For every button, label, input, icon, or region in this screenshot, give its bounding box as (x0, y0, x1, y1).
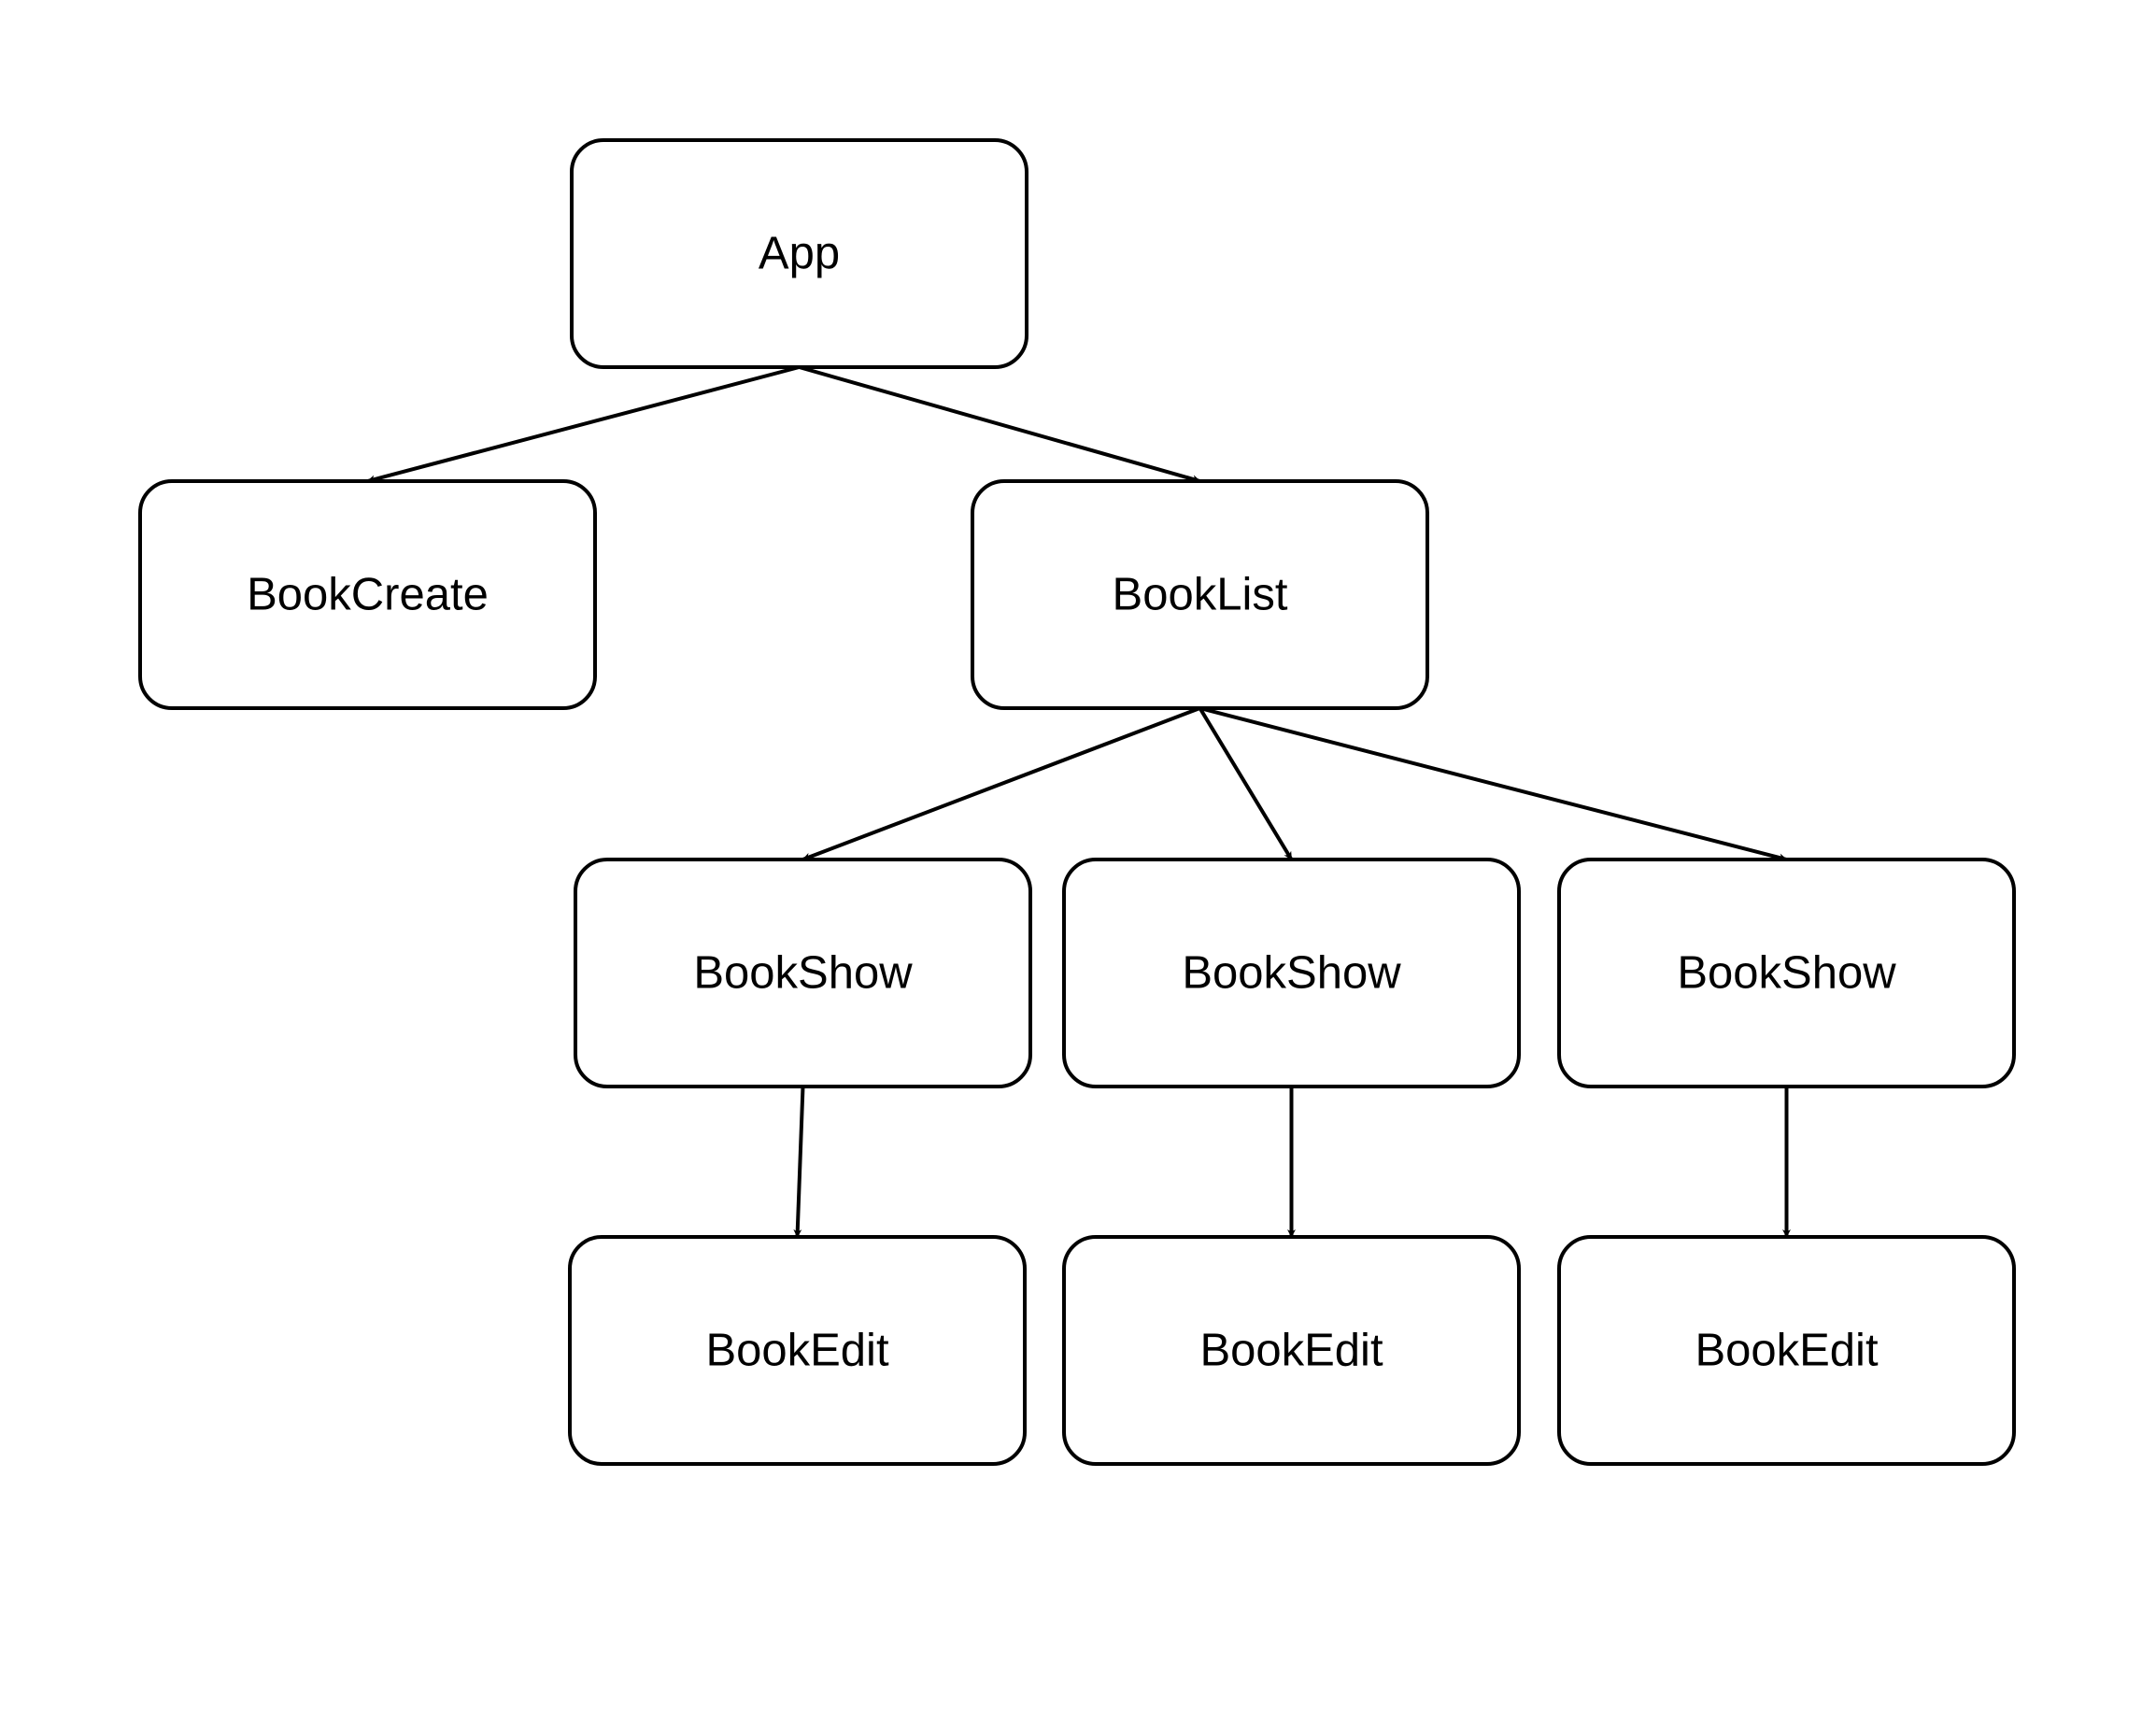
node-bookshow3: BookShow (1557, 858, 2016, 1088)
node-label-bookedit3: BookEdit (1695, 1326, 1879, 1376)
node-bookcreate: BookCreate (138, 479, 597, 710)
node-label-bookshow2: BookShow (1182, 948, 1401, 999)
node-box-bookshow3 (1557, 858, 2016, 1088)
node-label-booklist: BookList (1113, 570, 1288, 620)
node-bookshow2: BookShow (1062, 858, 1521, 1088)
node-box-booklist (971, 479, 1429, 710)
node-box-bookshow1 (574, 858, 1032, 1088)
edges-layer (366, 365, 1791, 1238)
node-label-bookcreate: BookCreate (247, 570, 489, 620)
node-app: App (570, 138, 1028, 369)
node-label-bookedit2: BookEdit (1199, 1326, 1383, 1376)
node-bookedit1: BookEdit (568, 1235, 1027, 1466)
node-box-bookedit2 (1062, 1235, 1521, 1466)
node-box-bookcreate (138, 479, 597, 710)
edge-bookshow1-to-bookedit1 (793, 1086, 805, 1238)
node-box-bookshow2 (1062, 858, 1521, 1088)
node-booklist: BookList (971, 479, 1429, 710)
node-box-app (570, 138, 1028, 369)
node-label-app: App (759, 229, 840, 279)
edge-app-to-bookcreate (366, 365, 801, 484)
node-label-bookshow1: BookShow (693, 948, 913, 999)
edge-booklist-to-bookshow1 (801, 706, 1201, 861)
node-bookshow1: BookShow (574, 858, 1032, 1088)
edge-booklist-to-bookshow2 (1198, 706, 1294, 861)
node-box-bookedit3 (1557, 1235, 2016, 1466)
node-label-bookedit1: BookEdit (705, 1326, 889, 1376)
edge-booklist-to-bookshow3 (1199, 706, 1788, 862)
node-bookedit2: BookEdit (1062, 1235, 1521, 1466)
edge-app-to-booklist (798, 365, 1201, 484)
node-label-bookshow3: BookShow (1677, 948, 1896, 999)
node-box-bookedit1 (568, 1235, 1027, 1466)
node-bookedit3: BookEdit (1557, 1235, 2016, 1466)
